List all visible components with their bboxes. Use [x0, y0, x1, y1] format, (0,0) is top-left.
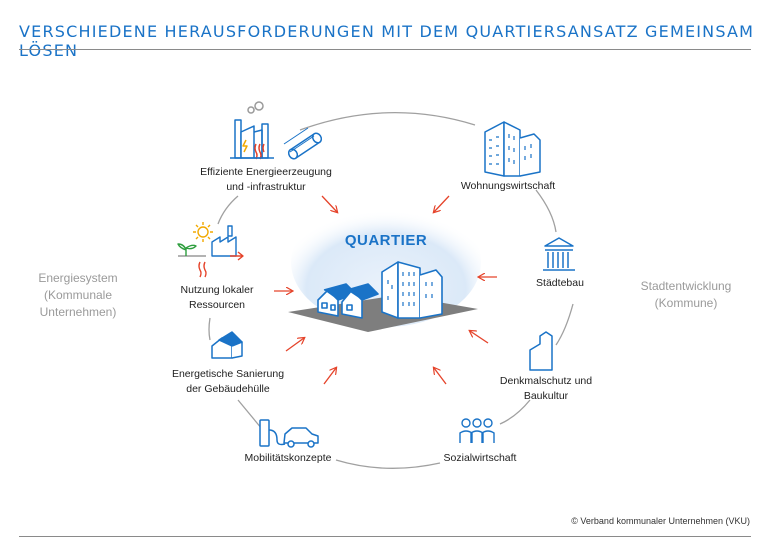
side-right-line: Stadtentwicklung [640, 279, 732, 293]
arrow-from-wohnung [434, 195, 450, 212]
power-plant-icon [230, 101, 274, 160]
arrow-from-sanierung [285, 338, 304, 352]
node-label-mobilitaet: Mobilitätskonzepte [232, 451, 344, 466]
connector-staedtebau-denkmal [555, 303, 574, 346]
node-sanierung-line: der Gebäudehülle [186, 383, 270, 395]
side-left-line: Unternehmen) [39, 305, 117, 319]
node-ressourcen-line: Ressourcen [188, 299, 246, 311]
connector-energie-wohnung [299, 112, 476, 131]
people-icon [459, 418, 495, 443]
node-staedtebau-line: Städtebau [536, 277, 584, 289]
node-wohnung-line: Wohnungswirtschaft [460, 180, 556, 192]
node-label-sanierung: Energetische Sanierung der Gebäudehülle [164, 367, 292, 397]
connector-sanierung-ressourcen [208, 317, 211, 341]
page-title: VERSCHIEDENE HERAUSFORDERUNGEN MIT DEM Q… [19, 22, 755, 60]
inward-arrows [274, 195, 497, 385]
factory-plant-sun-icon [177, 222, 244, 278]
footer-divider [19, 536, 751, 537]
apartment-building-icon [484, 121, 541, 177]
node-ressourcen-line: Nutzung lokaler [180, 284, 254, 296]
node-label-denkmal: Denkmalschutz und Baukultur [490, 374, 602, 404]
node-label-energie: Effiziente Energieerzeugung und -infrast… [196, 165, 336, 195]
side-left-line: (Kommunale [43, 288, 113, 302]
pipes-icon [283, 127, 323, 160]
house-icon [211, 331, 243, 359]
connector-ressourcen-energie [217, 195, 239, 225]
arrow-from-denkmal [470, 331, 489, 344]
connector-denkmal-sozial [499, 399, 531, 425]
node-denkmal-line: Baukultur [523, 390, 569, 402]
title-divider [19, 49, 751, 50]
church-icon [529, 331, 553, 371]
side-label-energiesystem: Energiesystem (Kommunale Unternehmen) [18, 270, 138, 321]
ev-charging-car-icon [259, 419, 319, 448]
side-left-line: Energiesystem [38, 271, 118, 285]
node-energie-line: und -infrastruktur [226, 181, 306, 193]
side-label-stadtentwicklung: Stadtentwicklung (Kommune) [626, 278, 746, 312]
connector-wohnung-staedtebau [535, 189, 557, 233]
arrow-from-energie [321, 195, 337, 212]
houses-cluster-icon [317, 261, 443, 319]
side-right-line: (Kommune) [654, 296, 718, 310]
node-sozial-line: Sozialwirtschaft [443, 452, 517, 464]
arrow-from-mobilitaet [323, 368, 336, 385]
node-label-sozial: Sozialwirtschaft [430, 451, 530, 466]
connector-sozial-mobilitaet [335, 459, 441, 469]
quartier-label: QUARTIER [344, 232, 428, 249]
node-denkmal-line: Denkmalschutz und [499, 375, 593, 387]
arrow-from-sozial [434, 368, 447, 385]
node-label-staedtebau: Städtebau [520, 276, 600, 291]
node-sanierung-line: Energetische Sanierung [171, 368, 285, 380]
node-energie-line: Effiziente Energieerzeugung [200, 166, 332, 178]
bank-building-icon [543, 237, 575, 271]
node-label-wohnung: Wohnungswirtschaft [448, 179, 568, 194]
node-label-ressourcen: Nutzung lokaler Ressourcen [162, 283, 272, 313]
ring-connectors [208, 112, 574, 469]
copyright-credit: © Verband kommunaler Unternehmen (VKU) [571, 516, 750, 526]
node-mobilitaet-line: Mobilitätskonzepte [244, 452, 332, 464]
connector-mobilitaet-sanierung [237, 399, 263, 430]
